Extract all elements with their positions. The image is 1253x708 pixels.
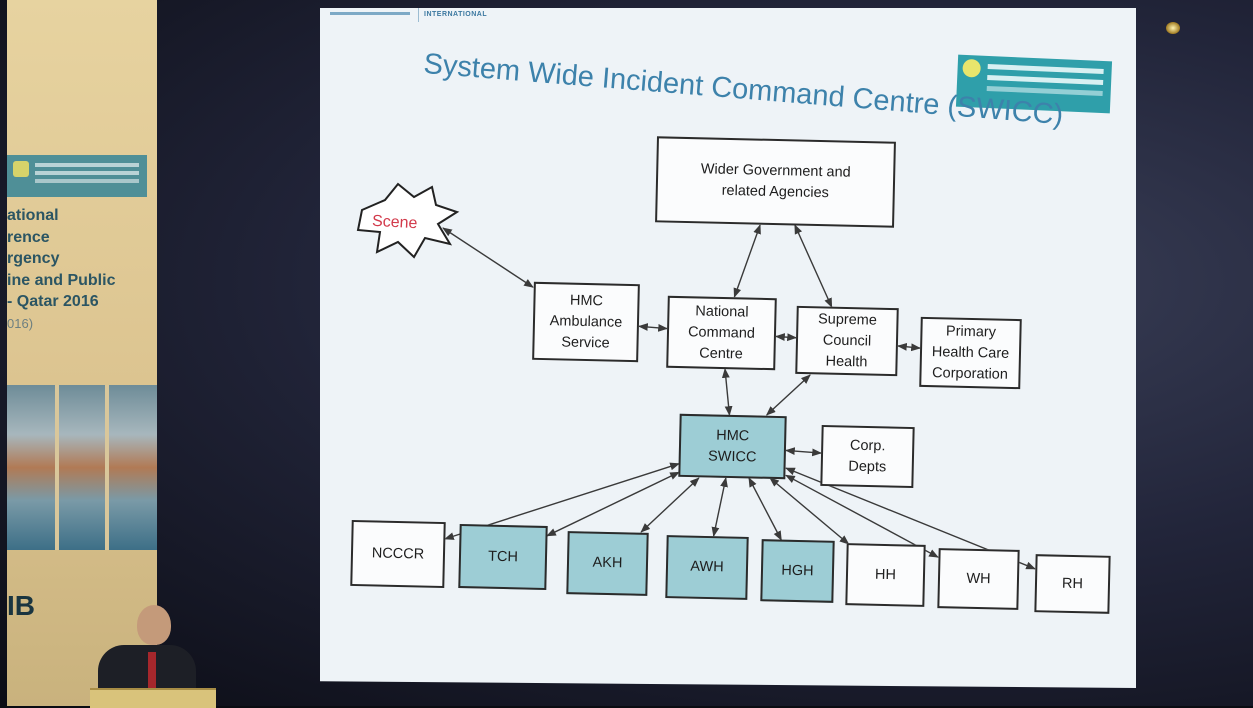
slide-header: INTERNATIONAL bbox=[330, 8, 490, 22]
node-hh: HH bbox=[845, 543, 926, 607]
node-label: NCCCR bbox=[371, 544, 425, 563]
node-label: HMC Ambulance Service bbox=[549, 292, 623, 352]
node-tch: TCH bbox=[458, 524, 548, 590]
edge-wider-ncc bbox=[733, 224, 761, 298]
node-primary-health-care: Primary Health Care Corporation bbox=[919, 316, 1022, 390]
banner-line: 016) bbox=[7, 315, 34, 331]
podium bbox=[90, 688, 216, 708]
banner-line: rence bbox=[7, 228, 50, 246]
edge-layer bbox=[442, 224, 1036, 570]
node-label: TCH bbox=[487, 548, 519, 565]
node-label: WH bbox=[966, 570, 991, 587]
banner-logo bbox=[7, 155, 147, 197]
node-label: RH bbox=[1061, 575, 1084, 592]
conference-banner: ational rence rgency ine and Public - Qa… bbox=[7, 0, 157, 706]
banner-photo-collage bbox=[7, 385, 157, 550]
node-hmc-swicc: HMC SWICC bbox=[678, 413, 787, 480]
node-hgh: HGH bbox=[760, 539, 835, 603]
slide-header-tag: INTERNATIONAL bbox=[424, 11, 488, 18]
node-label: Wider Government and related Agencies bbox=[700, 161, 851, 202]
node-wh: WH bbox=[937, 548, 1020, 610]
node-hmc-ambulance: HMC Ambulance Service bbox=[532, 281, 640, 363]
banner-text: ational rence rgency ine and Public - Qa… bbox=[7, 205, 157, 334]
edge-swicc-corp bbox=[785, 447, 822, 457]
banner-line: ine and Public bbox=[7, 271, 116, 289]
banner-line: ational bbox=[7, 207, 59, 224]
edge-ncc-sch bbox=[775, 333, 797, 342]
edge-sch-phc bbox=[897, 342, 921, 352]
node-national-command-centre: National Command Centre bbox=[666, 295, 777, 371]
node-label: HH bbox=[874, 566, 897, 583]
node-label: National Command Centre bbox=[687, 302, 756, 362]
node-wider-government: Wider Government and related Agencies bbox=[655, 136, 896, 228]
banner-line: - Qatar 2016 bbox=[7, 293, 99, 310]
node-corp-depts: Corp. Depts bbox=[820, 424, 915, 489]
hmc-logo-icon bbox=[13, 161, 29, 177]
edge-scene-ambulance bbox=[442, 227, 534, 288]
node-supreme-council-health: Supreme Council Health bbox=[795, 305, 899, 377]
node-label: AKH bbox=[592, 554, 623, 572]
banner-footer-text: IB bbox=[7, 590, 35, 621]
slide-header-divider bbox=[418, 8, 419, 22]
node-label: Corp. Depts bbox=[848, 437, 887, 475]
node-label: Primary Health Care Corporation bbox=[931, 322, 1010, 383]
node-akh: AKH bbox=[566, 531, 649, 596]
edge-swicc-hgh bbox=[748, 477, 782, 541]
node-rh: RH bbox=[1034, 554, 1111, 614]
node-label: AWH bbox=[690, 558, 724, 576]
banner-line: rgency bbox=[7, 250, 60, 267]
edge-wider-sch bbox=[794, 224, 833, 308]
slide-header-brand bbox=[330, 12, 410, 15]
speaker-tie bbox=[148, 652, 156, 692]
edge-ambulance-ncc bbox=[638, 323, 668, 332]
edge-swicc-awh bbox=[711, 477, 728, 537]
edge-sch-swicc bbox=[765, 374, 811, 416]
node-ncccr: NCCCR bbox=[350, 519, 446, 589]
node-awh: AWH bbox=[665, 535, 749, 600]
edge-swicc-akh bbox=[640, 477, 700, 533]
edge-ncc-swicc bbox=[721, 368, 733, 416]
node-label: Supreme Council Health bbox=[817, 310, 878, 370]
speaker-head bbox=[137, 605, 171, 645]
ceiling-light bbox=[1166, 22, 1180, 34]
banner-logo-text bbox=[35, 163, 139, 167]
edge-swicc-tch bbox=[546, 471, 680, 537]
scene-label: Scene bbox=[371, 212, 418, 233]
node-label: HGH bbox=[781, 562, 814, 579]
node-label: HMC SWICC bbox=[707, 427, 757, 466]
